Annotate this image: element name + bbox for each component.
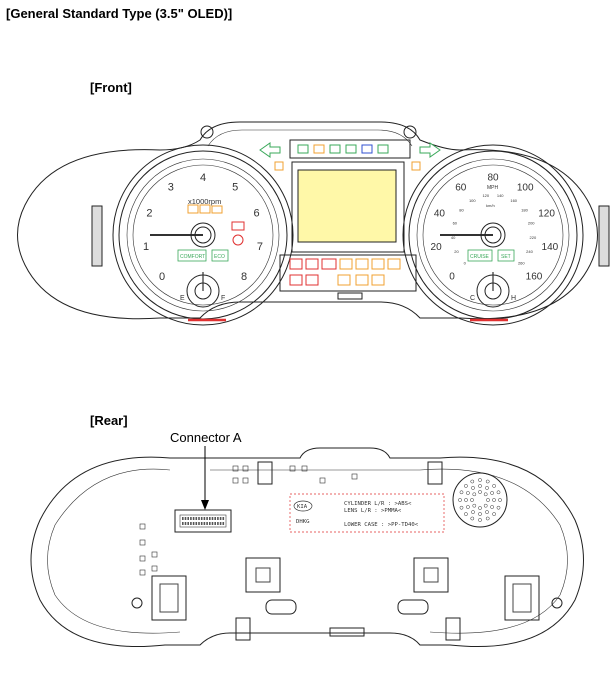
speedo-inner-unit-label: km/h (486, 203, 495, 208)
speedo-kmh-tick-60: 60 (453, 221, 458, 226)
speedo-tick-60: 60 (455, 182, 467, 193)
speedo-tick-100: 100 (517, 182, 534, 193)
spec-line-lens: LENS L/R : >PMMA< (344, 508, 402, 514)
speedo-kmh-tick-120: 120 (482, 193, 489, 198)
tach-tick-5: 5 (232, 182, 238, 194)
speedo-tick-0: 0 (449, 272, 455, 283)
fuel-full-mark: F (221, 295, 225, 302)
tach-tick-7: 7 (257, 241, 263, 253)
rear-housing-outline (30, 447, 584, 648)
front-view-label: [Front] (90, 80, 132, 95)
rear-view-label: [Rear] (90, 413, 128, 428)
bottom-warning-lamps (289, 258, 401, 286)
connector-a-label: Connector A (170, 430, 242, 445)
speedo-tick-160: 160 (526, 272, 543, 283)
speedo-tick-140: 140 (542, 242, 559, 253)
speedo-tick-80: 80 (487, 173, 499, 184)
rear-logo: KIA (297, 504, 308, 510)
set-indicator: SET (501, 254, 511, 260)
tach-unit-label: x1000rpm (188, 197, 221, 206)
speedo-kmh-tick-160: 160 (510, 198, 517, 203)
speedo-kmh-tick-140: 140 (497, 193, 504, 198)
speedo-tick-20: 20 (431, 242, 443, 253)
tach-tick-8: 8 (241, 271, 247, 283)
oled-display (297, 169, 397, 243)
fuel-empty-mark: E (180, 295, 185, 302)
tach-tick-4: 4 (200, 172, 206, 184)
diagram-title: [General Standard Type (3.5" OLED)] (6, 6, 233, 21)
front-cluster: 0 1 2 3 4 5 6 7 8 x1000rpm E F COMFORT ECO 0 20 40… (17, 121, 610, 326)
speedo-kmh-tick-200: 200 (528, 221, 535, 226)
speedo-kmh-tick-180: 180 (521, 208, 528, 213)
speedo-kmh-tick-240: 240 (526, 249, 533, 254)
speedo-tick-40: 40 (434, 208, 446, 219)
speedo-tick-120: 120 (538, 208, 555, 219)
tach-tick-1: 1 (143, 241, 149, 253)
speedo-unit-label: MPH (487, 185, 499, 191)
connector-a (174, 509, 232, 533)
tach-tick-3: 3 (168, 182, 174, 194)
tach-tick-0: 0 (159, 271, 165, 283)
speedo-kmh-tick-100: 100 (469, 198, 476, 203)
comfort-indicator: COMFORT (180, 254, 205, 260)
spec-line-lower-case: LOWER CASE : >PP-TD40< (344, 522, 419, 528)
temp-cold-mark: C (470, 295, 475, 302)
rear-model-code: DHKG (296, 519, 310, 525)
cruise-indicator: CRUISE (470, 254, 490, 260)
speedo-kmh-tick-260: 260 (518, 261, 525, 266)
tach-tick-2: 2 (146, 208, 152, 220)
speaker-grille (452, 472, 508, 528)
front-bezel-outline (17, 121, 598, 320)
tach-tick-6: 6 (254, 208, 260, 220)
eco-indicator: ECO (214, 254, 225, 260)
spec-line-cylinder: CYLINDER L/R : >ABS< (344, 501, 412, 507)
speedo-kmh-tick-40: 40 (451, 235, 456, 240)
spec-label-plate (289, 493, 445, 533)
speedo-kmh-tick-220: 220 (530, 235, 537, 240)
speedo-kmh-tick-20: 20 (454, 249, 459, 254)
rear-cluster: KIA DHKG CYLINDER L/R : >ABS< LENS L/R :… (30, 446, 584, 648)
temp-hot-mark: H (511, 295, 516, 302)
top-indicator-lamps (297, 144, 389, 154)
speedo-kmh-tick-80: 80 (459, 208, 464, 213)
speedo-kmh-tick-0: 0 (464, 261, 467, 266)
